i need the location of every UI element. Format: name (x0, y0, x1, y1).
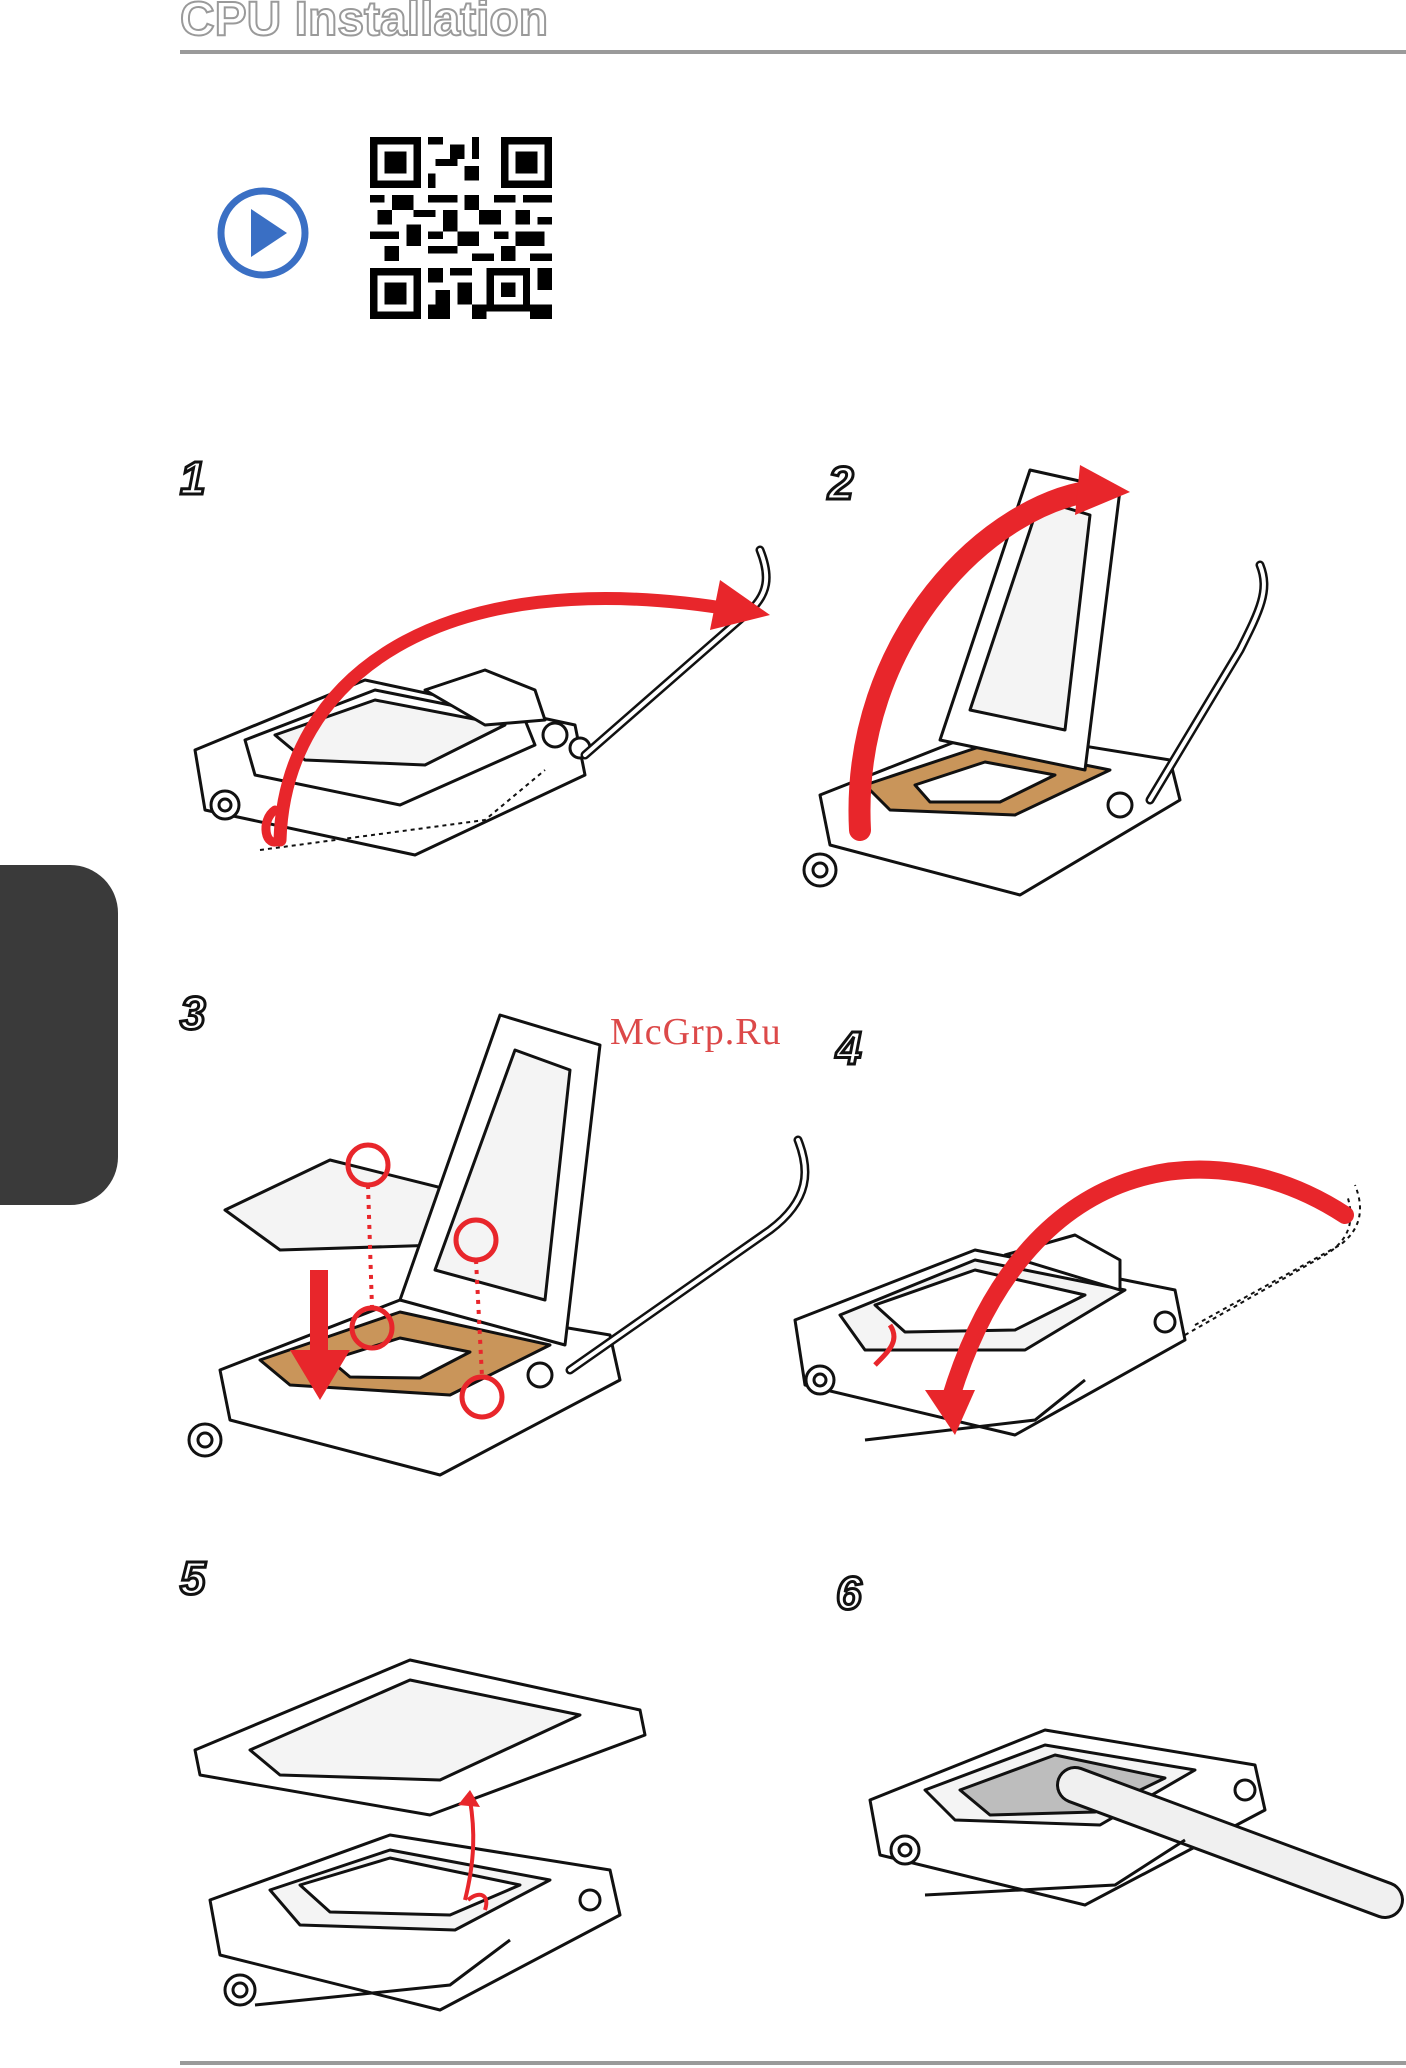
footer-divider (180, 2061, 1406, 2065)
step-number-6: 6 (836, 1570, 862, 1616)
qr-code[interactable] (370, 137, 552, 319)
step-3-illustration (170, 1000, 820, 1480)
page-title: CPU Installation (180, 0, 548, 47)
step-2-illustration (790, 440, 1390, 910)
step-number-1: 1 (180, 455, 206, 501)
step-5-illustration (190, 1600, 780, 2020)
chapter-side-tab (0, 865, 118, 1205)
step-6-illustration (865, 1640, 1405, 1990)
step-number-5: 5 (180, 1555, 206, 1601)
step-4-illustration (785, 1100, 1405, 1480)
step-number-4: 4 (836, 1025, 862, 1071)
title-divider (180, 50, 1406, 54)
play-icon[interactable] (215, 185, 311, 281)
step-1-illustration (185, 520, 785, 880)
